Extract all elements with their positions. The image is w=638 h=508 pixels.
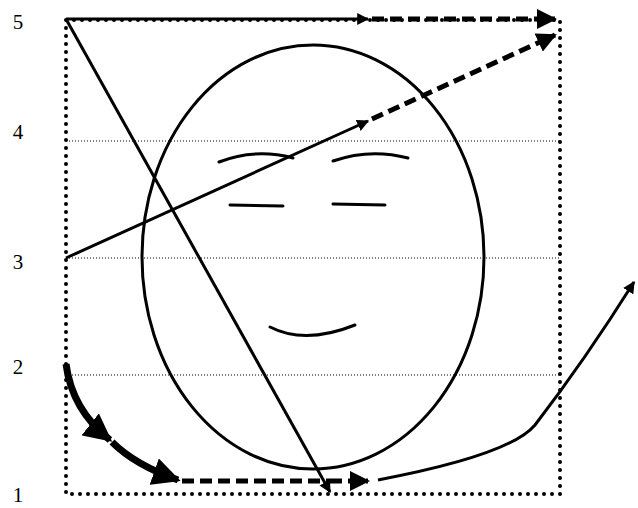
motion-arrows bbox=[66, 19, 634, 492]
callout-number: 2 bbox=[13, 357, 24, 378]
callout-number: 1 bbox=[13, 485, 24, 506]
callout-number: 3 bbox=[13, 252, 24, 273]
callout-number: 4 bbox=[13, 122, 24, 143]
callout-number: 5 bbox=[13, 12, 24, 33]
guide-lines bbox=[66, 141, 560, 375]
face-outline bbox=[142, 45, 484, 469]
face-features bbox=[219, 154, 408, 336]
dotted-frame bbox=[66, 20, 560, 494]
